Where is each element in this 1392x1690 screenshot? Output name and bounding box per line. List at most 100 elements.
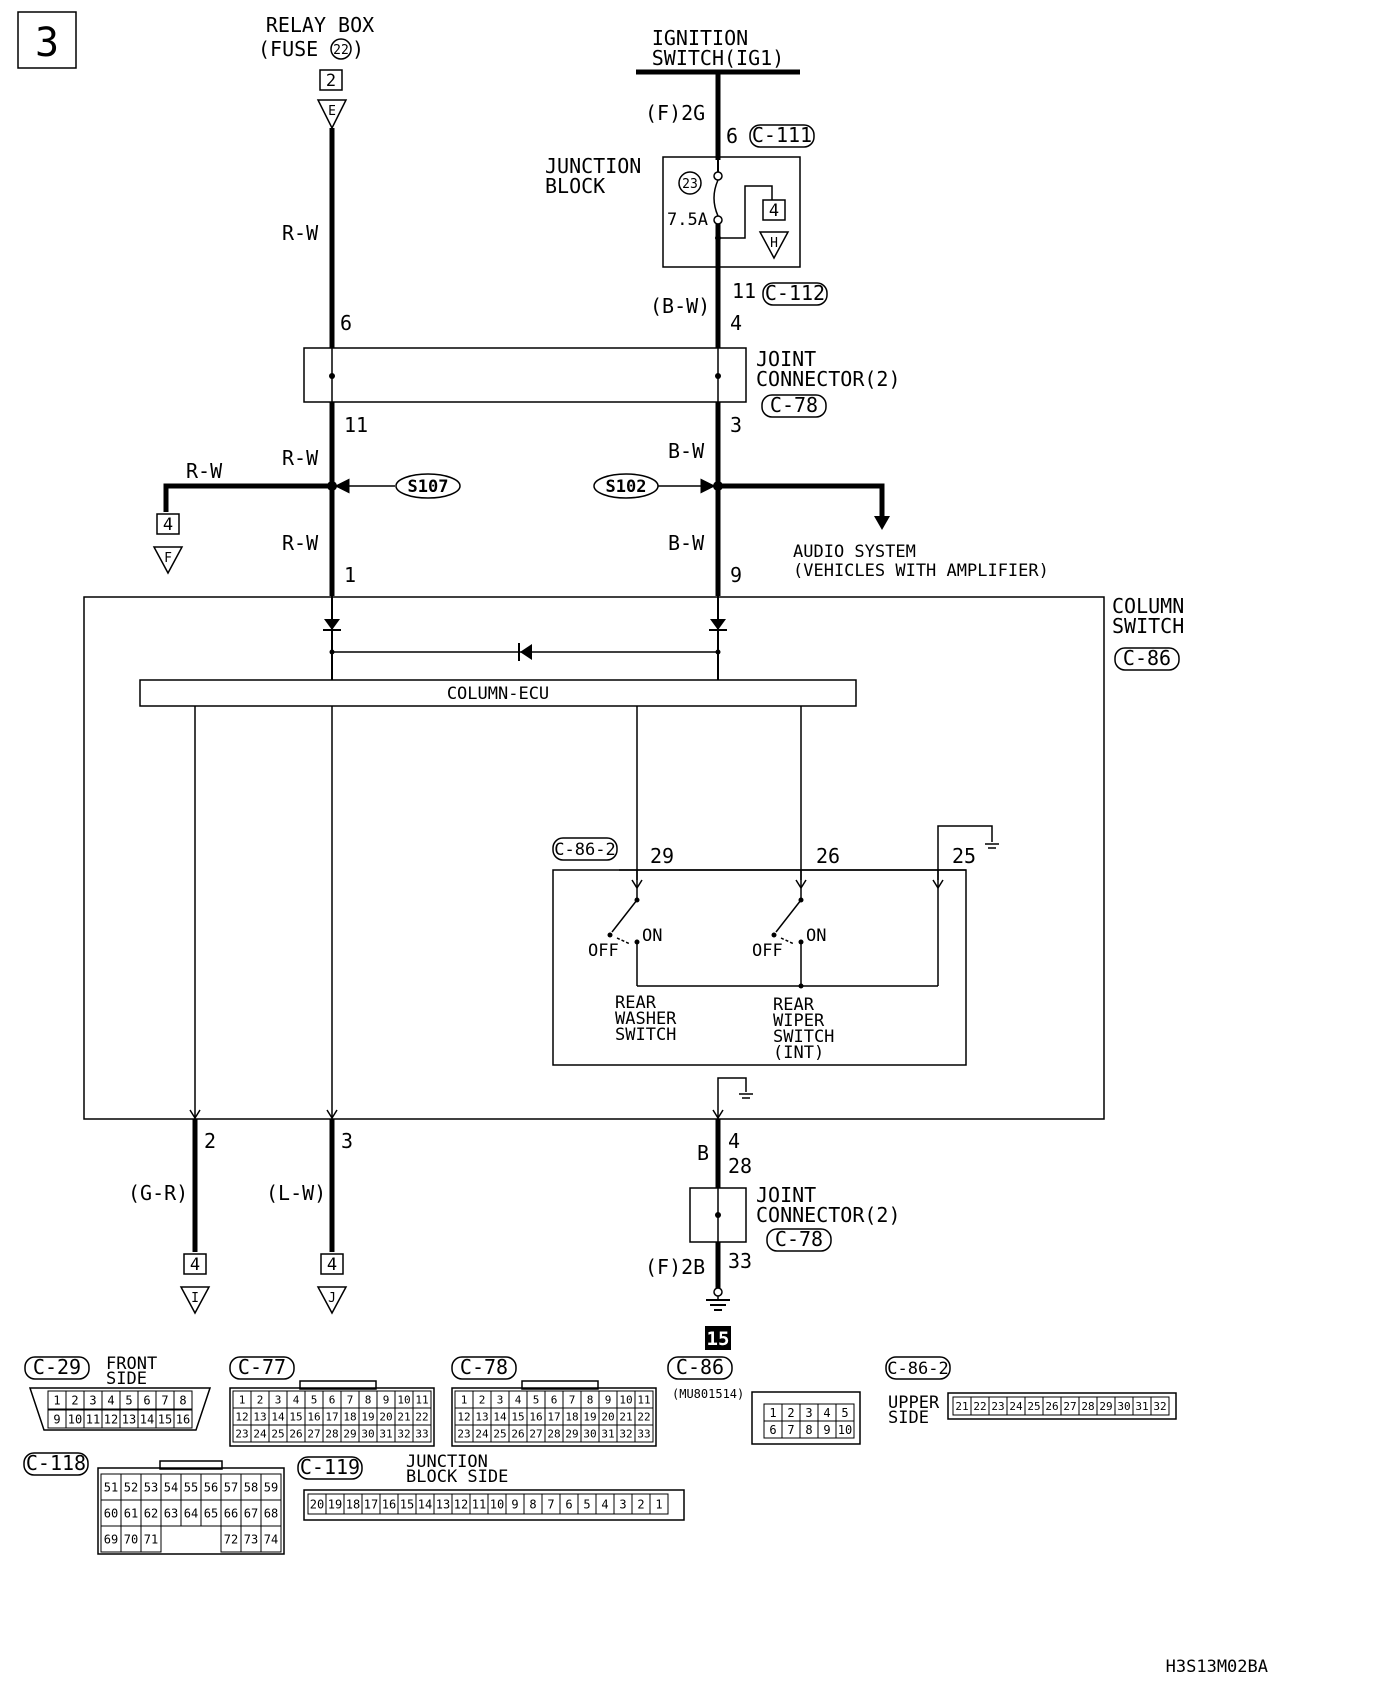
connector-pin-number: 65 [204, 1506, 218, 1520]
connector-pin-number: 56 [204, 1480, 218, 1494]
connector-pin-number: 4 [107, 1393, 114, 1407]
connector-pin-number: 23 [457, 1427, 470, 1440]
connector-pin-number: 2 [787, 1406, 794, 1420]
output-pin-33: 33 [728, 1249, 752, 1273]
subswitch-pin-26: 26 [816, 844, 840, 868]
connector-pin-number: 12 [104, 1412, 118, 1426]
connector-pin-number: 51 [104, 1480, 118, 1494]
connector-pin-number: 24 [1009, 1400, 1023, 1413]
output-wire-label-3: (L-W) [266, 1181, 326, 1205]
connector-pin-number: 13 [475, 1410, 488, 1423]
jc-top-title-1: JOINT [756, 347, 816, 371]
connector-pin-number: 2 [637, 1497, 644, 1511]
connector-pin-number: 24 [475, 1427, 489, 1440]
c29-shell [28, 1387, 212, 1431]
connector-pin-number: 16 [176, 1412, 190, 1426]
connector-pin-number: 20 [601, 1410, 614, 1423]
connector-pin-number: 27 [529, 1427, 542, 1440]
audio-arrow [874, 516, 890, 530]
output-pin-3: 3 [341, 1129, 353, 1153]
ground-number-box [705, 1326, 731, 1350]
fuse-terminal-bottom [713, 215, 723, 225]
connector-pin-number: 26 [289, 1427, 302, 1440]
column-switch-conn-oval [1114, 647, 1180, 671]
connector-pin-number: 6 [565, 1497, 572, 1511]
relay-pin: 2 [326, 71, 336, 91]
ignition-conn: C-111 [752, 123, 812, 147]
connector-pin-number: 22 [637, 1410, 650, 1423]
jc-bottom-conn: C-78 [775, 1227, 823, 1251]
left-wire-label-1: R-W [282, 221, 319, 245]
washer-label-2: WASHER [615, 1009, 677, 1029]
diode-right [710, 619, 726, 630]
connector-pin-number: 22 [415, 1410, 428, 1423]
jc-top-conn: C-78 [770, 393, 818, 417]
connector-pin-number: 8 [365, 1393, 372, 1406]
connector-pin-number: 3 [89, 1393, 96, 1407]
connector-pin-number: 5 [125, 1393, 132, 1407]
connector-pin-number: 54 [164, 1480, 178, 1494]
connector-pin-number: 3 [619, 1497, 626, 1511]
jb-out-conn: C-112 [765, 281, 825, 305]
jb-out-num: 11 [732, 279, 756, 303]
connector-pin-number: 29 [565, 1427, 578, 1440]
relay-box-fuse-label: (FUSE [258, 37, 318, 61]
jb-wire-label: (B-W) [650, 294, 710, 318]
wiper-label-1: REAR [773, 995, 815, 1015]
connector-pin-number: 31 [601, 1427, 614, 1440]
connector-pin-number: 15 [289, 1410, 302, 1423]
output-pin-4: 4 [728, 1129, 740, 1153]
connector-pin-number: 12 [235, 1410, 248, 1423]
jc-top-conn-oval [761, 394, 827, 418]
connector-pin-number: 12 [457, 1410, 470, 1423]
connector-pin-number: 16 [307, 1410, 320, 1423]
subswitch-pin-25: 25 [952, 844, 976, 868]
output-wire-label-2: (G-R) [128, 1181, 188, 1205]
c862-label: C-86-2 [887, 1359, 948, 1379]
connector-pin-number: 5 [311, 1393, 318, 1406]
connector-pin-number: 10 [490, 1497, 504, 1511]
audio-label-1: AUDIO SYSTEM [793, 542, 916, 562]
connector-pin-number: 58 [244, 1480, 258, 1494]
washer-label-3: SWITCH [615, 1025, 676, 1045]
jc-bottom-conn-oval [766, 1228, 832, 1252]
connector-pin-number: 60 [104, 1506, 118, 1520]
connector-pin-number: 3 [497, 1393, 504, 1406]
fuse-element [713, 179, 719, 217]
audio-label-2: (VEHICLES WITH AMPLIFIER) [793, 561, 1049, 581]
connector-pin-cell [173, 1409, 193, 1429]
output-pin-2: 2 [204, 1129, 216, 1153]
connector-pin-number: 23 [235, 1427, 248, 1440]
connector-pin-cell [260, 1525, 282, 1553]
connector-pin-number: 15 [158, 1412, 172, 1426]
jb-arrow-shape [758, 231, 790, 260]
c86-shell [751, 1391, 861, 1445]
relay-box-fuse-number: 22 [333, 43, 349, 58]
jc-right-in-pin: 4 [730, 311, 742, 335]
connector-pin-number: 13 [436, 1497, 450, 1511]
connector-pin-cell [649, 1493, 669, 1515]
jb-fuse-circle [678, 171, 702, 195]
jc-bottom-title-2: CONNECTOR(2) [756, 1203, 901, 1227]
connector-pin-number: 31 [1135, 1400, 1148, 1413]
left-wire-label-3: R-W [282, 531, 319, 555]
connector-pin-number: 9 [383, 1393, 390, 1406]
connector-pin-number: 73 [244, 1532, 258, 1546]
connector-pin-number: 22 [973, 1400, 986, 1413]
connector-pin-number: 25 [493, 1427, 506, 1440]
connector-pin-number: 5 [583, 1497, 590, 1511]
connector-pin-cell [835, 1420, 855, 1439]
right-column-pin: 9 [730, 563, 742, 587]
washer-off: OFF [588, 941, 619, 961]
subswitch-conn: C-86-2 [554, 840, 615, 860]
c118-label: C-118 [26, 1451, 86, 1475]
wiper-label-4: (INT) [773, 1043, 824, 1063]
jb-pin-box [762, 199, 786, 221]
connector-pin-number: 20 [310, 1497, 324, 1511]
c862-side-1: UPPER [888, 1393, 940, 1413]
c86-label: C-86 [676, 1355, 724, 1379]
jb-out-conn-oval [762, 282, 828, 306]
wiper-on: ON [806, 926, 826, 946]
